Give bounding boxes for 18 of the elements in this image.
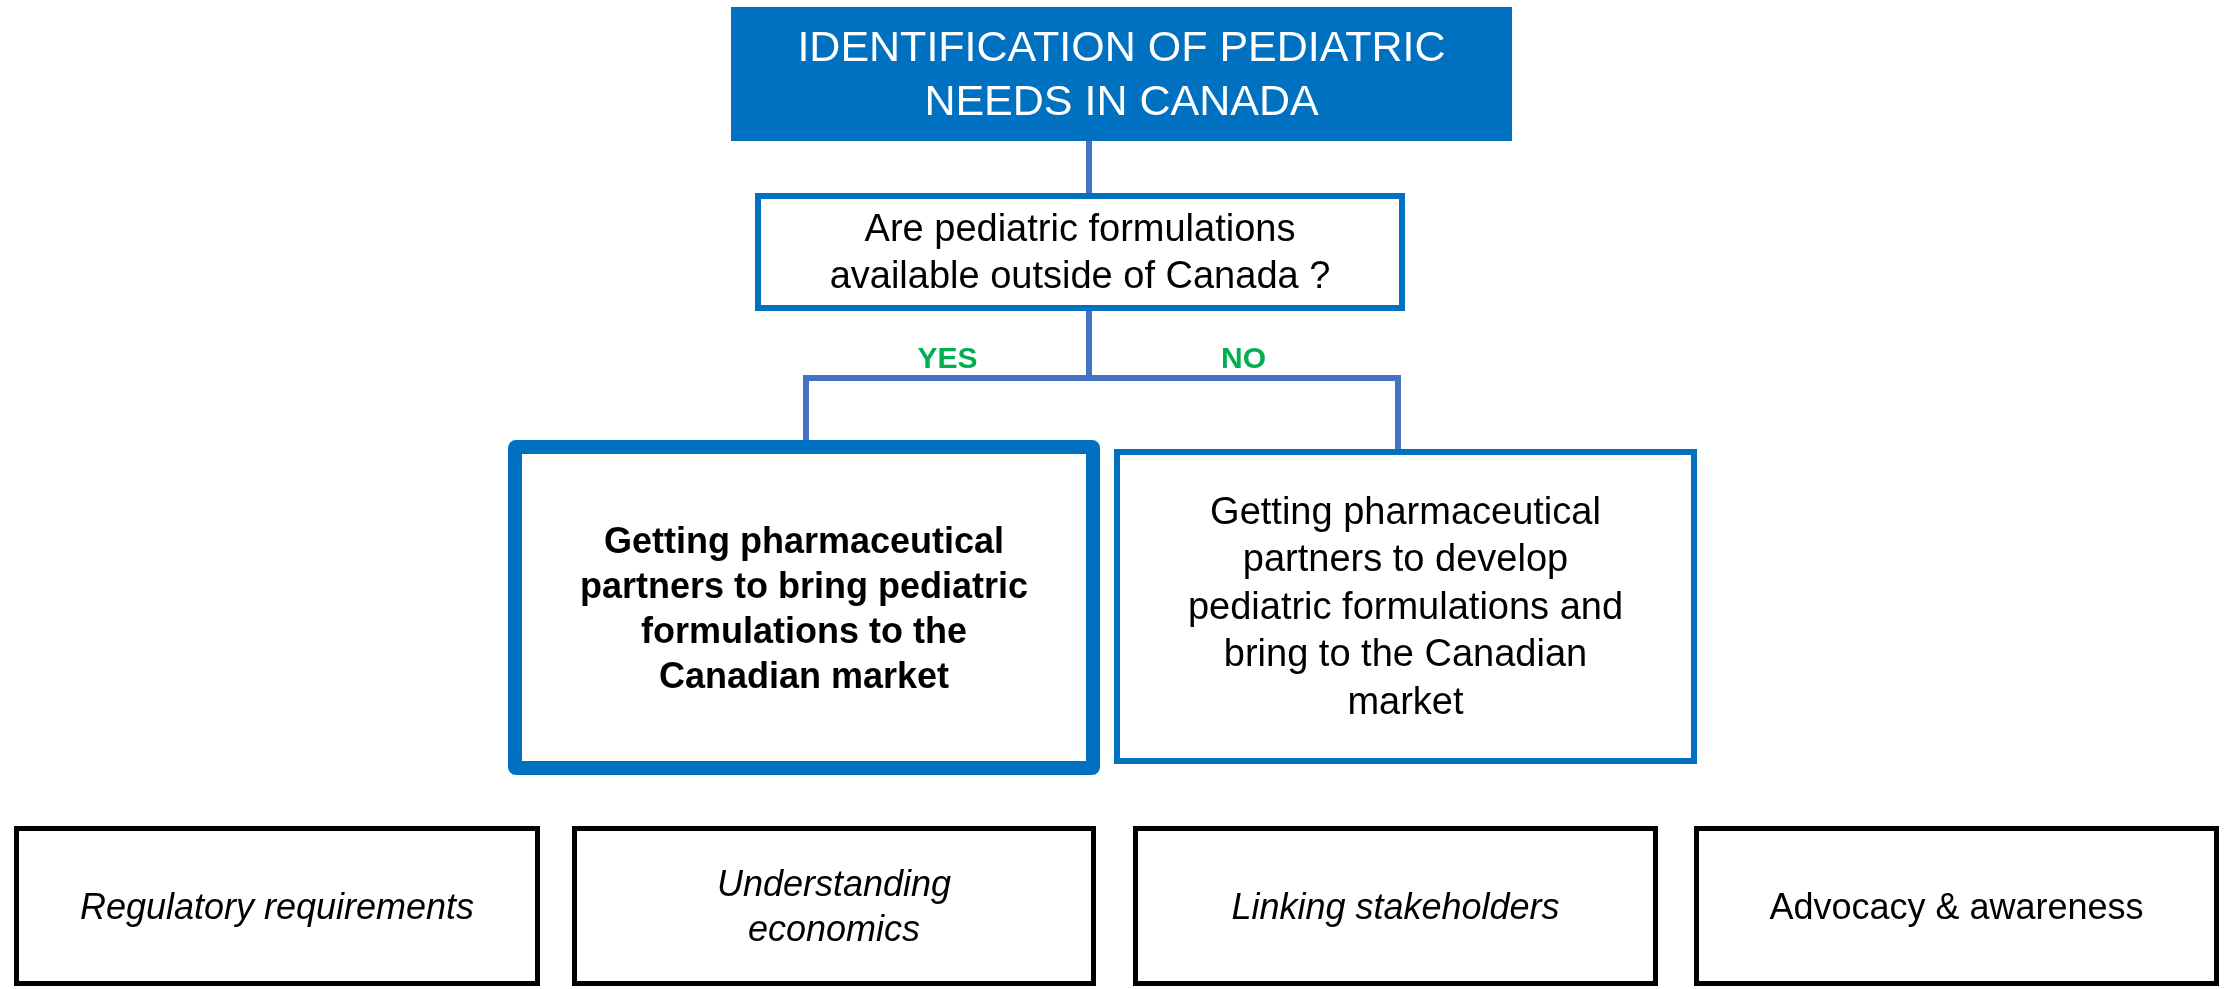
- theme-box: [572, 826, 1096, 986]
- connector-line: [1086, 141, 1092, 193]
- theme-box: [1133, 826, 1658, 986]
- outcome-box: [508, 440, 1100, 775]
- theme-box: [14, 826, 540, 986]
- box-text: Are pediatric formulations available outside of Canada ?: [828, 205, 1332, 298]
- title-box: [731, 7, 1512, 141]
- box-text: Linking stakeholders: [1231, 884, 1560, 929]
- question-box: [755, 193, 1405, 311]
- box-text: Getting pharmaceutical partners to develop pediatric formulations and bring to the Canadian market: [1186, 488, 1625, 724]
- theme-box: [1694, 826, 2219, 986]
- connector-line: [1086, 311, 1401, 449]
- box-text: IDENTIFICATION OF PEDIATRIC NEEDS IN CANADA: [796, 21, 1447, 126]
- box-text: Understanding economics: [715, 862, 953, 951]
- box-text: Getting pharmaceutical partners to bring pediatric formulations to the Canadian market: [578, 518, 1030, 698]
- outcome-box: [1114, 449, 1697, 764]
- box-text: Regulatory requirements: [79, 884, 475, 929]
- box-text: Advocacy & awareness: [1769, 884, 2144, 929]
